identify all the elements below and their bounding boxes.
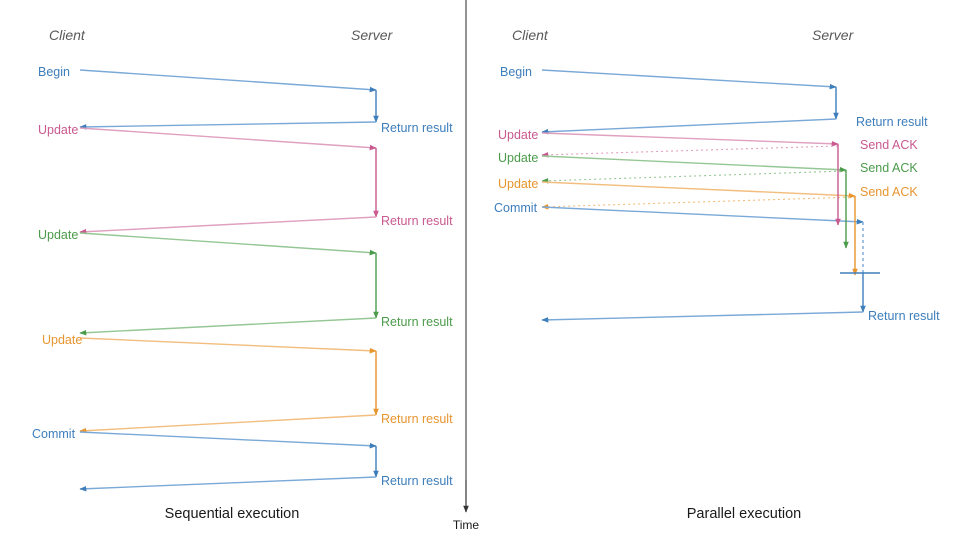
right-msg-arrow-6 — [541, 181, 856, 199]
left-msg-arrow-7 — [79, 414, 377, 434]
left-msg-label-9: Return result — [381, 474, 453, 488]
right-msg-label-9: Return result — [868, 309, 940, 323]
right-msg-arrow-4 — [541, 155, 847, 173]
right-server-lane-title: Server — [812, 27, 854, 43]
right-msg-label-5: Send ACK — [860, 161, 918, 175]
left-server-lane-title: Server — [351, 27, 393, 43]
right-msg-arrow-1 — [541, 118, 837, 135]
right-panel-caption: Parallel execution — [686, 506, 802, 522]
left-msg-arrow-4 — [79, 232, 377, 256]
right-msg-label-3: Send ACK — [860, 138, 918, 152]
time-axis-label: Time — [452, 518, 480, 532]
left-msg-label-7: Return result — [381, 412, 453, 426]
right-msg-label-4: Update — [498, 151, 539, 165]
right-msg-arrow-9 — [541, 311, 864, 323]
right-msg-arrow-5 — [541, 170, 847, 184]
left-msg-arrow-1 — [79, 121, 377, 130]
left-msg-arrow-5 — [79, 317, 377, 336]
right-msg-arrow-8 — [541, 206, 864, 225]
left-msg-label-1: Return result — [381, 121, 453, 135]
right-msg-arrow-0 — [541, 69, 837, 90]
left-msg-label-4: Update — [38, 228, 79, 242]
right-client-lane-title: Client — [512, 27, 548, 43]
right-msg-arrow-3 — [541, 145, 839, 158]
right-msg-label-6: Update — [498, 177, 539, 191]
left-msg-arrow-9 — [79, 476, 377, 492]
right-msg-label-1: Return result — [856, 115, 928, 129]
left-msg-arrow-0 — [79, 69, 377, 93]
left-panel-caption: Sequential execution — [164, 506, 300, 522]
right-msg-arrow-2 — [541, 132, 839, 147]
left-msg-label-2: Update — [38, 123, 79, 137]
left-msg-arrow-6 — [79, 337, 377, 354]
left-msg-label-6: Update — [42, 333, 83, 347]
left-msg-label-0: Begin — [38, 65, 70, 79]
left-msg-arrow-2 — [79, 127, 377, 151]
left-msg-arrow-3 — [79, 216, 377, 235]
right-msg-label-7: Send ACK — [860, 185, 918, 199]
left-msg-label-5: Return result — [381, 315, 453, 329]
right-msg-label-0: Begin — [500, 65, 532, 79]
left-client-lane-title: Client — [49, 27, 85, 43]
right-msg-label-8: Commit — [494, 201, 538, 215]
left-msg-arrow-8 — [79, 431, 377, 449]
left-msg-label-3: Return result — [381, 214, 453, 228]
right-msg-arrow-7 — [541, 196, 856, 210]
right-msg-label-2: Update — [498, 128, 539, 142]
left-msg-label-8: Commit — [32, 427, 76, 441]
